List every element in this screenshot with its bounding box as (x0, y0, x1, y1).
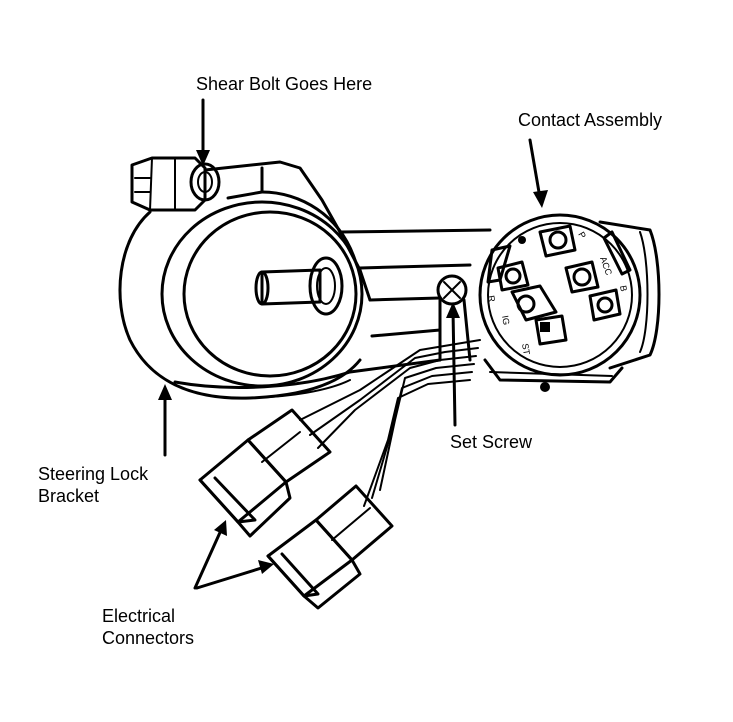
set-screw-label: Set Screw (450, 432, 533, 452)
terminal-mark-st: ST (520, 343, 532, 357)
terminal-mark-b: B (618, 285, 629, 293)
leader-arrows (158, 98, 548, 590)
connector-leader-2 (195, 564, 270, 590)
terminal-block (496, 224, 622, 346)
terminal-mark-ig: IG (500, 315, 512, 326)
electrical-connector-upper (198, 408, 332, 538)
electrical-connectors-label-line1: Electrical (102, 606, 176, 626)
terminal-mark-p: P (576, 230, 588, 240)
steering-lock-label-line1: Steering Lock (38, 464, 149, 484)
set-screw-leader (451, 308, 457, 427)
connector-leader-1 (193, 526, 224, 590)
contact-assembly-leader (528, 138, 542, 200)
contact-assembly-label: Contact Assembly (518, 110, 663, 130)
steering-lock-label-line2: Bracket (38, 486, 100, 506)
shear-bolt-label: Shear Bolt Goes Here (196, 74, 373, 94)
electrical-connector-lower (266, 484, 394, 610)
shear-bolt (130, 156, 221, 212)
terminal-mark-r: R (486, 295, 497, 304)
contact-assembly: P ACC R B IG ST (478, 213, 661, 392)
wire-harness (299, 339, 481, 507)
lock-cylinder-bore (160, 200, 364, 388)
terminal-mark-acc: ACC (598, 255, 614, 277)
electrical-connectors-label-line2: Connectors (102, 628, 195, 648)
